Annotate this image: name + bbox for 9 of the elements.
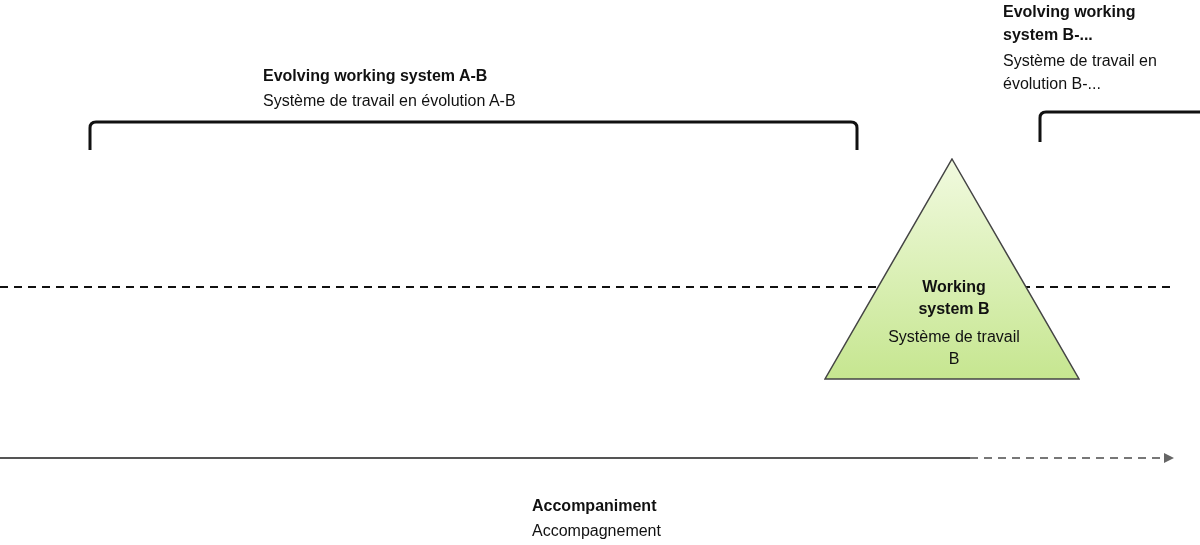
label-text: Système de travail en évolution B-... bbox=[1003, 51, 1158, 94]
node-title: Working system B bbox=[917, 277, 991, 319]
label-heading: Evolving working system B-... bbox=[1003, 2, 1137, 45]
label-heading: Evolving working system A-B bbox=[263, 66, 489, 86]
label-text: Accompagnement bbox=[532, 521, 662, 541]
label-heading: Accompaniment bbox=[532, 496, 658, 516]
triangle bbox=[824, 158, 1080, 380]
node-subtitle: Système de travail B bbox=[887, 327, 1021, 369]
label-text: Système de travail en évolution A-B bbox=[263, 91, 517, 111]
